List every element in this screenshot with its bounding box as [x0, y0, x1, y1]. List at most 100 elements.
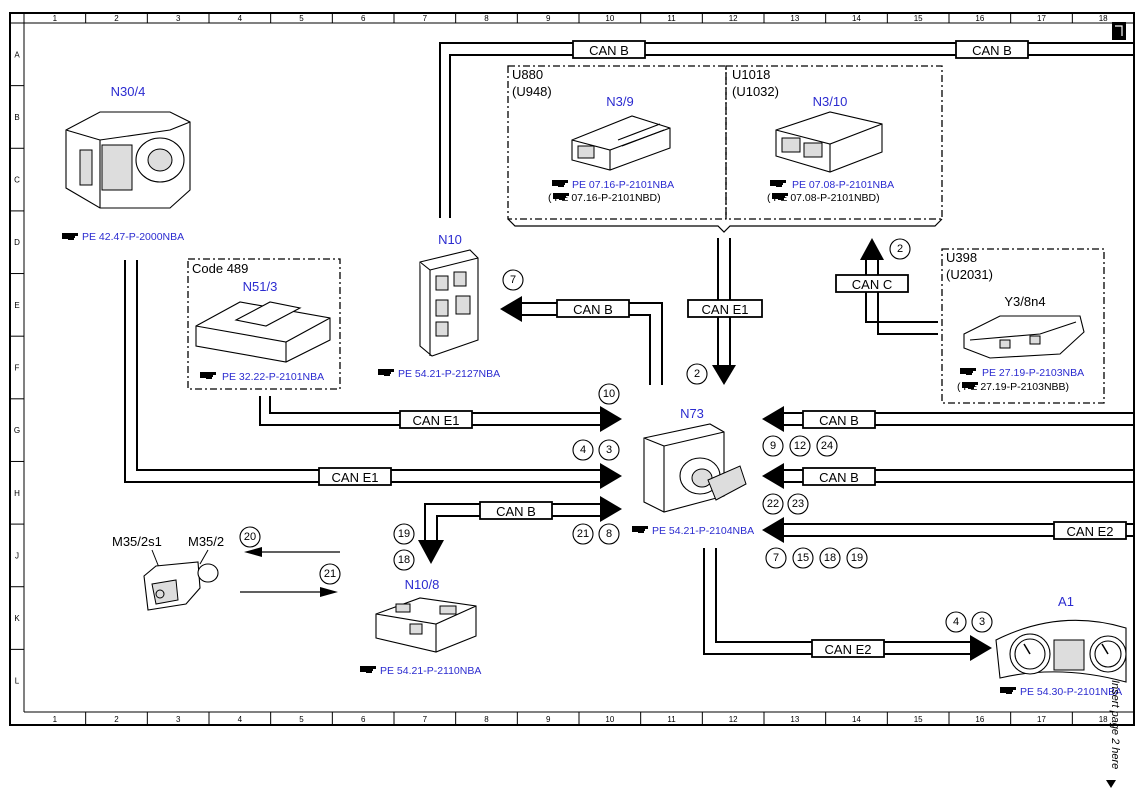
- svg-text:Code 489: Code 489: [192, 261, 248, 276]
- signal-12: 12: [789, 435, 811, 457]
- grid-column-label: 1: [53, 715, 58, 724]
- component-n10-8[interactable]: N10/8 PE 54.21-P-2110NBA: [360, 577, 481, 677]
- hand-pointer-icon: [360, 666, 376, 673]
- grid-column-label: 12: [729, 14, 738, 23]
- hand-pointer-icon: [378, 369, 394, 376]
- hand-pointer-icon: [62, 233, 78, 240]
- motor-part: [143, 561, 219, 611]
- grid-column-label: 15: [914, 14, 923, 23]
- svg-text:N30/4: N30/4: [111, 84, 146, 99]
- signal-10: 10: [598, 383, 620, 405]
- grid-column-label: 1: [53, 14, 58, 23]
- bus-label-can-b-right1: CAN B: [802, 410, 876, 429]
- signal-8: 8: [598, 523, 620, 545]
- svg-text:2: 2: [694, 368, 700, 380]
- svg-text:CAN B: CAN B: [589, 43, 629, 58]
- component-n3-9[interactable]: U880 (U948) N3/9 PE 07.16-P-2101NBA ( PE…: [512, 67, 674, 204]
- svg-text:10: 10: [603, 388, 615, 400]
- svg-text:( PE 07.16-P-2101NBD): ( PE 07.16-P-2101NBD): [548, 192, 661, 204]
- svg-text:Y3/8n4: Y3/8n4: [1004, 294, 1045, 309]
- grid-column-label: 12: [729, 715, 738, 724]
- component-a1[interactable]: A1 PE 54.30-P-2101NBA: [995, 594, 1127, 698]
- svg-text:M35/2s1: M35/2s1: [112, 534, 162, 549]
- grid-row-label: E: [14, 301, 19, 310]
- svg-text:N51/3: N51/3: [243, 279, 278, 294]
- bus-label-can-b-n10: CAN B: [556, 299, 630, 318]
- grid-column-label: 15: [914, 715, 923, 724]
- bus-label-can-e1-vertical: CAN E1: [687, 299, 763, 318]
- svg-text:CAN E1: CAN E1: [702, 302, 749, 317]
- svg-text:PE 54.21-P-2104NBA: PE 54.21-P-2104NBA: [652, 525, 754, 537]
- bus-label-can-e2-right: CAN E2: [1053, 521, 1127, 540]
- component-n3-10[interactable]: U1018 (U1032) N3/10 PE 07.08-P-2101NBA (…: [732, 67, 894, 204]
- component-n30-4[interactable]: N30/4 PE 42.47-P-2000NBA: [62, 84, 191, 243]
- grid-column-label: 7: [423, 14, 428, 23]
- component-m35-2[interactable]: M35/2s1 M35/2: [112, 534, 224, 611]
- ecu-part-n3-9: [571, 115, 671, 171]
- grid-column-label: 8: [484, 14, 489, 23]
- svg-text:21: 21: [324, 568, 336, 580]
- svg-text:CAN C: CAN C: [852, 277, 892, 292]
- svg-text:2: 2: [897, 243, 903, 255]
- grid-row-label: K: [14, 614, 20, 623]
- ecu-part-n3-10: [775, 111, 883, 173]
- signal-19-n73: 19: [846, 547, 868, 569]
- signal-2-ecu: 2: [889, 238, 911, 260]
- bus-label-can-c: CAN C: [835, 274, 909, 293]
- signal-4-left: 4: [572, 439, 594, 461]
- group-code-489: [187, 258, 341, 390]
- grid-column-label: 6: [361, 715, 366, 724]
- grid-column-label: 2: [114, 715, 119, 724]
- grid-column-label: 3: [176, 715, 181, 724]
- page-corner-icon: [1112, 22, 1126, 40]
- hand-pointer-icon: [960, 368, 976, 375]
- svg-text:U880: U880: [512, 67, 543, 82]
- svg-text:24: 24: [821, 440, 833, 452]
- grid-column-label: 18: [1099, 715, 1108, 724]
- component-y3-8n4[interactable]: U398 (U2031) Y3/8n4 PE 27.19-P-2103NBA (…: [946, 250, 1085, 393]
- grid-column-label: 18: [1099, 14, 1108, 23]
- svg-text:23: 23: [792, 498, 804, 510]
- hand-pointer-icon: [552, 180, 568, 187]
- signal-markers: 2 2 7 10 4 3 9 12 24 22 23 21 8 7 15 18 …: [239, 238, 993, 633]
- svg-text:4: 4: [953, 616, 959, 628]
- svg-text:N3/9: N3/9: [606, 94, 633, 109]
- svg-text:CAN E1: CAN E1: [332, 470, 379, 485]
- svg-text:CAN E2: CAN E2: [1067, 524, 1114, 539]
- svg-text:7: 7: [510, 274, 516, 286]
- signal-9: 9: [762, 435, 784, 457]
- bus-label-can-b-right2: CAN B: [802, 467, 876, 486]
- bus-label-can-b-top1: CAN B: [572, 40, 646, 59]
- grid-row-label: J: [15, 551, 19, 560]
- svg-text:CAN E1: CAN E1: [413, 413, 460, 428]
- signal-22: 22: [762, 493, 784, 515]
- svg-text:PE 54.21-P-2110NBA: PE 54.21-P-2110NBA: [380, 665, 481, 677]
- grid-row-label: H: [14, 489, 20, 498]
- hand-pointer-icon: [632, 526, 648, 533]
- svg-text:18: 18: [398, 554, 410, 566]
- grid-row-label: F: [15, 364, 20, 373]
- group-u398: [941, 248, 1105, 404]
- valve-body-part: [963, 315, 1085, 359]
- component-n73[interactable]: N73 PE 54.21-P-2104NBA: [632, 406, 754, 537]
- component-n51-3[interactable]: Code 489 N51/3 PE 32.22-P-2101NBA: [192, 261, 331, 383]
- signal-21-n73: 21: [572, 523, 594, 545]
- grid-row-label: B: [14, 113, 19, 122]
- svg-text:CAN B: CAN B: [496, 504, 536, 519]
- grid-column-label: 16: [975, 14, 984, 23]
- grid-column-label: 5: [299, 715, 304, 724]
- insert-arrow-icon: [1106, 780, 1116, 788]
- svg-text:N3/10: N3/10: [813, 94, 848, 109]
- svg-text:PE 54.30-P-2101NBA: PE 54.30-P-2101NBA: [1020, 686, 1122, 698]
- ignition-switch-part: [643, 423, 747, 513]
- grid-row-label: C: [14, 176, 20, 185]
- grid-column-label: 16: [975, 715, 984, 724]
- svg-text:M35/2: M35/2: [188, 534, 224, 549]
- grid-column-label: 9: [546, 14, 551, 23]
- svg-text:PE 07.16-P-2101NBA: PE 07.16-P-2101NBA: [572, 179, 674, 191]
- component-n10[interactable]: N10 PE 54.21-P-2127NBA: [378, 232, 500, 380]
- svg-text:8: 8: [606, 528, 612, 540]
- instrument-cluster-part: [995, 619, 1127, 683]
- svg-text:U398: U398: [946, 250, 977, 265]
- svg-text:4: 4: [580, 444, 586, 456]
